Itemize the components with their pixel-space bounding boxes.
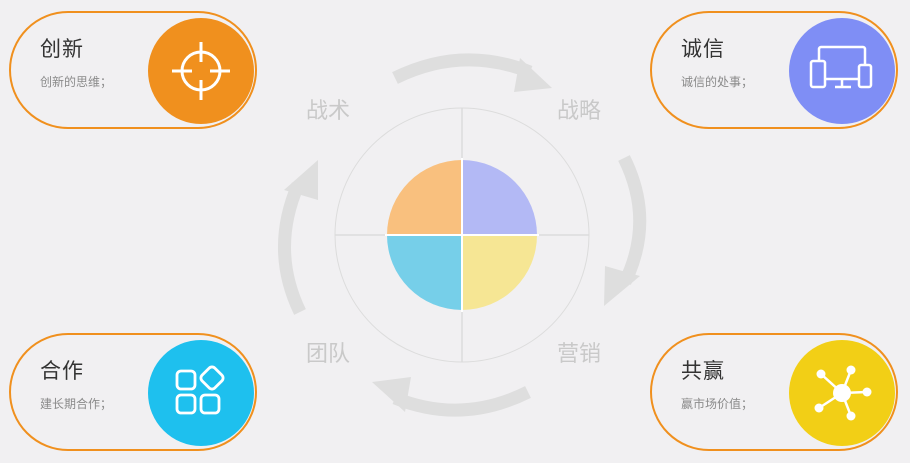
network-nodes-icon: [789, 340, 895, 446]
card-cooperation-title: 合作: [40, 359, 84, 383]
arrow-head-left: [284, 160, 318, 200]
arrow-arc-left: [278, 182, 306, 315]
card-innovation: 创新 创新的思维；: [9, 11, 257, 129]
arrow-head-bottom: [372, 377, 411, 412]
arrow-head-right: [604, 266, 640, 306]
label-team: 团队: [306, 342, 350, 367]
card-integrity-desc: 诚信的处事；: [681, 75, 754, 89]
label-tactics: 战术: [306, 99, 350, 124]
arrow-arc-top: [392, 53, 533, 84]
card-cooperation-desc: 建长期合作；: [40, 397, 113, 411]
arrow-head-top: [514, 58, 552, 92]
card-innovation-title: 创新: [40, 37, 84, 61]
card-cooperation: 合作 建长期合作；: [9, 333, 257, 451]
apps-grid-icon: [148, 340, 254, 446]
quadrant-bottom-right: [462, 235, 537, 310]
arrow-arc-right: [618, 155, 647, 285]
card-win-win: 共赢 赢市场价值；: [650, 333, 898, 451]
arrow-arc-bottom: [392, 386, 531, 417]
crosshair-icon: [148, 18, 254, 124]
quadrant-top-right: [462, 160, 537, 235]
card-win-win-desc: 赢市场价值；: [681, 397, 754, 411]
card-win-win-title: 共赢: [681, 359, 725, 383]
devices-icon: [789, 18, 895, 124]
card-integrity: 诚信 诚信的处事；: [650, 11, 898, 129]
label-strategy: 战略: [557, 99, 601, 124]
card-innovation-desc: 创新的思维；: [40, 75, 113, 89]
quadrant-top-left: [387, 160, 462, 235]
card-integrity-title: 诚信: [681, 37, 725, 61]
label-marketing: 营销: [557, 342, 601, 367]
quadrant-bottom-left: [387, 235, 462, 310]
